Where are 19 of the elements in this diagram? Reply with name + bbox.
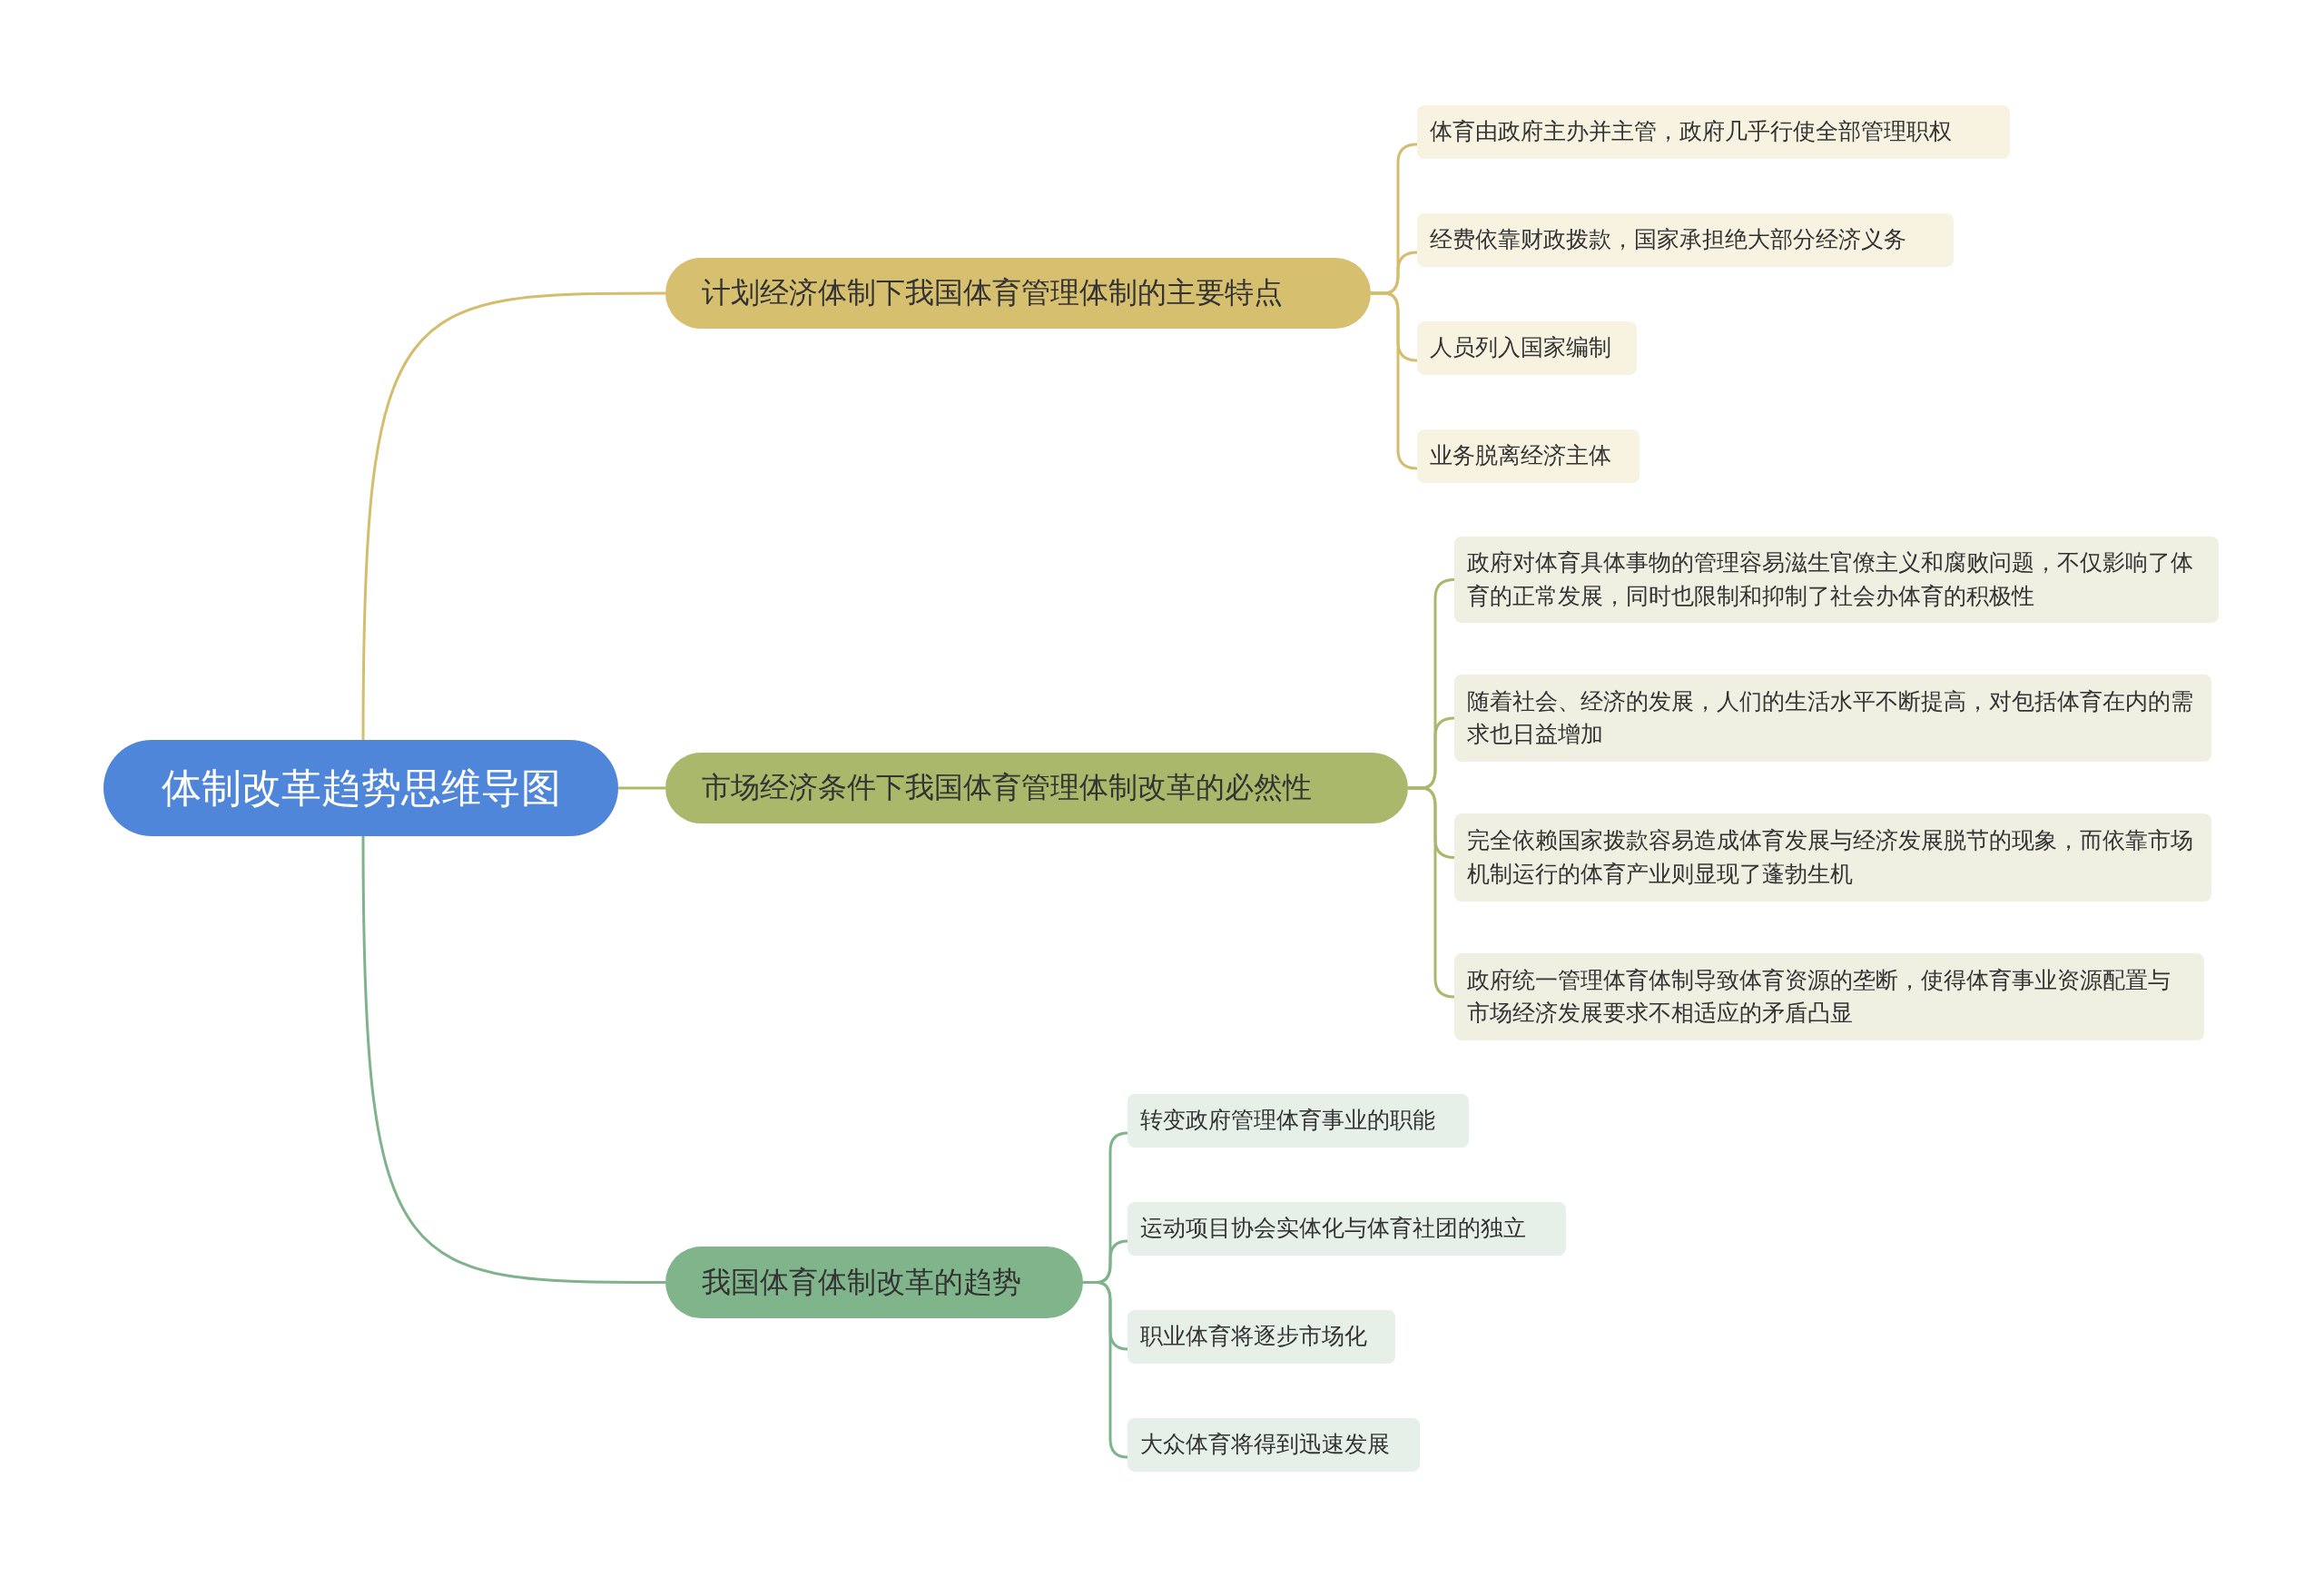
connector-line <box>618 786 665 790</box>
subtopic-box: 政府统一管理体育体制导致体育资源的垄断，使得体育事业资源配置与市场经济发展要求不相适应的矛盾凸显 <box>1454 953 2204 1040</box>
branch-topic: 计划经济体制下我国体育管理体制的主要特点 <box>665 258 1371 329</box>
subtopic-box: 业务脱离经济主体 <box>1417 429 1640 483</box>
subtopic-box: 转变政府管理体育事业的职能 <box>1128 1094 1469 1148</box>
branch-topic: 我国体育体制改革的趋势 <box>665 1247 1083 1318</box>
subtopic-box: 完全依赖国家拨款容易造成体育发展与经济发展脱节的现象，而依靠市场机制运行的体育产业则显现了蓬勃生机 <box>1454 813 2211 902</box>
subtopic-box: 体育由政府主办并主管，政府几乎行使全部管理职权 <box>1417 105 2010 159</box>
subtopic-box: 人员列入国家编制 <box>1417 321 1637 375</box>
connector-line <box>361 291 665 740</box>
connector-line <box>361 836 665 1284</box>
subtopic-box: 经费依靠财政拨款，国家承担绝大部分经济义务 <box>1417 213 1954 267</box>
subtopic-box: 大众体育将得到迅速发展 <box>1128 1418 1420 1472</box>
central-topic: 体制改革趋势思维导图 <box>103 740 618 836</box>
branch-topic: 市场经济条件下我国体育管理体制改革的必然性 <box>665 753 1408 823</box>
subtopic-box: 职业体育将逐步市场化 <box>1128 1310 1395 1364</box>
subtopic-box: 政府对体育具体事物的管理容易滋生官僚主义和腐败问题，不仅影响了体育的正常发展，同时也限制和抑制了社会办体育的积极性 <box>1454 537 2219 623</box>
subtopic-box: 随着社会、经济的发展，人们的生活水平不断提高，对包括体育在内的需求也日益增加 <box>1454 675 2211 762</box>
subtopic-box: 运动项目协会实体化与体育社团的独立 <box>1128 1202 1566 1256</box>
